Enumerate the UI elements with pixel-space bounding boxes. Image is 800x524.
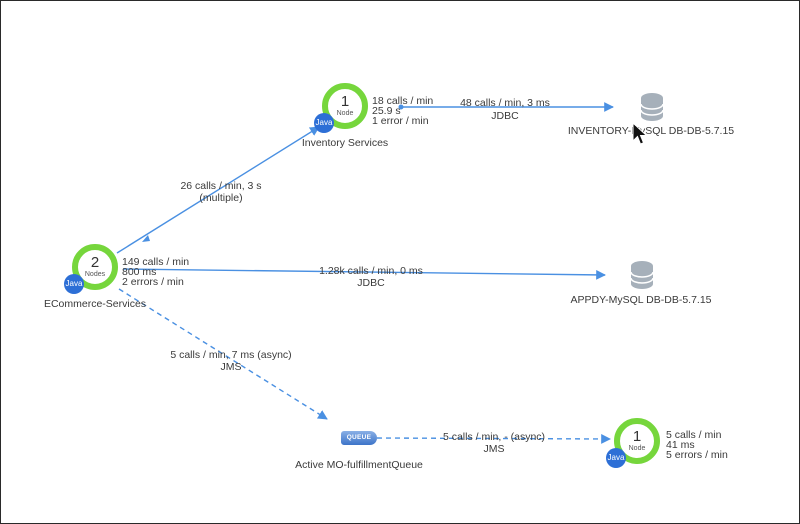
node-unit: Node [628, 445, 646, 452]
ecommerce-stat-calls: 149 calls / min [122, 256, 190, 268]
edge-ecom-inventory-label-2: (multiple) [199, 192, 243, 204]
mouse-cursor-icon [632, 122, 648, 145]
edge-ecom-to-inventory-mid-arrow [142, 235, 150, 242]
ecommerce-stat-response: 800 ms [122, 266, 157, 278]
ecommerce-stat-errors: 2 errors / min [122, 276, 184, 288]
node-count: 1 [340, 93, 350, 110]
edge-ecom-inventory-label-1: 26 calls / min, 3 s [180, 180, 262, 192]
edge-ecom-queue-label-2: JMS [220, 361, 242, 373]
java-icon: Java [606, 448, 626, 468]
inventory-stat-response: 25.9 s [372, 105, 401, 117]
ecommerce-node-name[interactable]: ECommerce-Services [43, 298, 147, 310]
edge-ecom-queue-label-1: 5 calls / min, 7 ms (async) [170, 349, 292, 361]
edge-ecom-appdy-label-1: 1.28k calls / min, 0 ms [319, 265, 423, 277]
edge-ecom-to-queue[interactable] [118, 288, 328, 420]
inventory-stat-errors: 1 error / min [372, 115, 429, 127]
edge-queue-fulfillment-label-2: JMS [483, 443, 505, 455]
node-count: 1 [632, 428, 642, 445]
edge-queue-to-fulfillment[interactable] [376, 434, 611, 444]
node-ring: 1 Node [322, 83, 368, 129]
edge-inventory-db-label-1: 48 calls / min, 3 ms [460, 97, 550, 109]
edge-ecom-to-inventory[interactable] [116, 126, 320, 254]
appdy-db-name[interactable]: APPDY-MySQL DB-DB-5.7.15 [570, 294, 712, 306]
java-icon: Java [314, 113, 334, 133]
edge-queue-fulfillment-label-1: 5 calls / min, - (async) [442, 431, 546, 443]
node-unit: Nodes [84, 271, 106, 278]
node-unit: Node [336, 110, 354, 117]
queue-name[interactable]: Active MO-fulfillmentQueue [295, 459, 423, 471]
inventory-stat-calls: 18 calls / min [372, 95, 434, 107]
ecommerce-node[interactable]: 2 Nodes Java [64, 244, 118, 294]
java-icon: Java [64, 274, 84, 294]
inventory-node[interactable]: 1 Node Java [314, 83, 368, 133]
edge-ecom-appdy-label-2: JDBC [357, 277, 385, 289]
queue-icon[interactable]: QUEUE [341, 431, 377, 445]
fulfillment-stat-errors: 5 errors / min [666, 449, 728, 461]
node-ring: 1 Node [614, 418, 660, 464]
edge-inventory-to-db-start-dot [398, 104, 404, 110]
fulfillment-stat-response: 41 ms [666, 439, 695, 451]
inventory-db-icon[interactable] [640, 92, 664, 122]
fulfillment-stat-calls: 5 calls / min [666, 429, 722, 441]
fulfillment-node[interactable]: 1 Node Java [606, 418, 660, 468]
inventory-db-name[interactable]: INVENTORY-MySQL DB-DB-5.7.15 [567, 125, 735, 137]
inventory-node-name[interactable]: Inventory Services [301, 137, 389, 149]
appdy-db-icon[interactable] [630, 260, 654, 290]
edge-inventory-db-label-2: JDBC [491, 110, 519, 122]
node-count: 2 [90, 254, 100, 271]
edge-ecom-to-appdy[interactable] [122, 268, 606, 280]
